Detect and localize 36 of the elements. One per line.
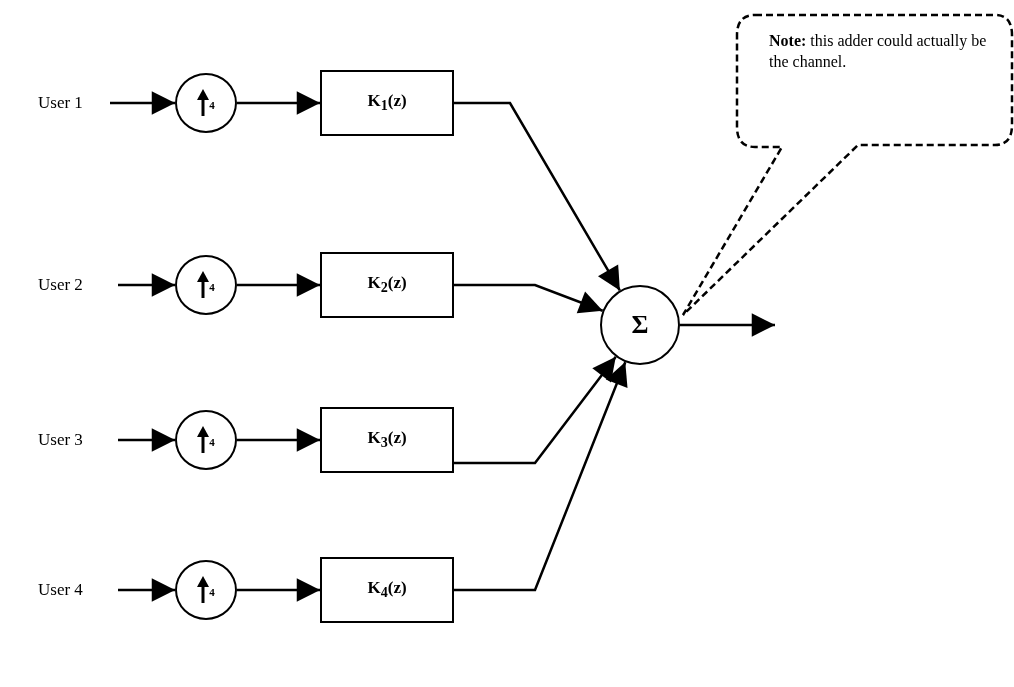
upsampling-factor: 4: [209, 436, 215, 448]
note-text: Note: this adder could actually be the channel.: [769, 31, 988, 72]
filter-block: [320, 252, 454, 318]
arrow: [454, 283, 604, 314]
arrow: [118, 578, 176, 602]
arrow: [237, 91, 321, 115]
arrow: [110, 91, 176, 115]
input-label: User 1: [38, 93, 83, 113]
arrow: [237, 428, 321, 452]
arrow: [454, 101, 621, 292]
filter-label: K$_{4}$(z): [367, 578, 407, 602]
filter-label: K$_{2}$(z): [367, 273, 407, 297]
upsampler-circle: [175, 73, 237, 133]
filter-block: [320, 407, 454, 473]
upsampling-factor: 4: [209, 99, 215, 111]
input-label: User 3: [38, 430, 83, 450]
upsampling-factor: 4: [209, 586, 215, 598]
upsampling-factor: 4: [209, 281, 215, 293]
filter-block: [320, 557, 454, 623]
filter-label: K$_{1}$(z): [367, 91, 407, 115]
sigma-symbol: Σ: [631, 310, 649, 340]
upsampler-circle: [175, 255, 237, 315]
arrow: [237, 578, 321, 602]
upsampler-circle: [175, 410, 237, 470]
summation-circle: [600, 285, 680, 365]
arrow: [237, 273, 321, 297]
arrow: [118, 428, 176, 452]
input-label: User 2: [38, 275, 83, 295]
arrow: [118, 273, 176, 297]
input-label: User 4: [38, 580, 83, 600]
arrow: [454, 361, 628, 592]
filter-block: [320, 70, 454, 136]
arrow: [454, 356, 617, 465]
filter-label: K$_{3}$(z): [367, 428, 407, 452]
upsampler-circle: [175, 560, 237, 620]
arrow: [680, 313, 776, 337]
